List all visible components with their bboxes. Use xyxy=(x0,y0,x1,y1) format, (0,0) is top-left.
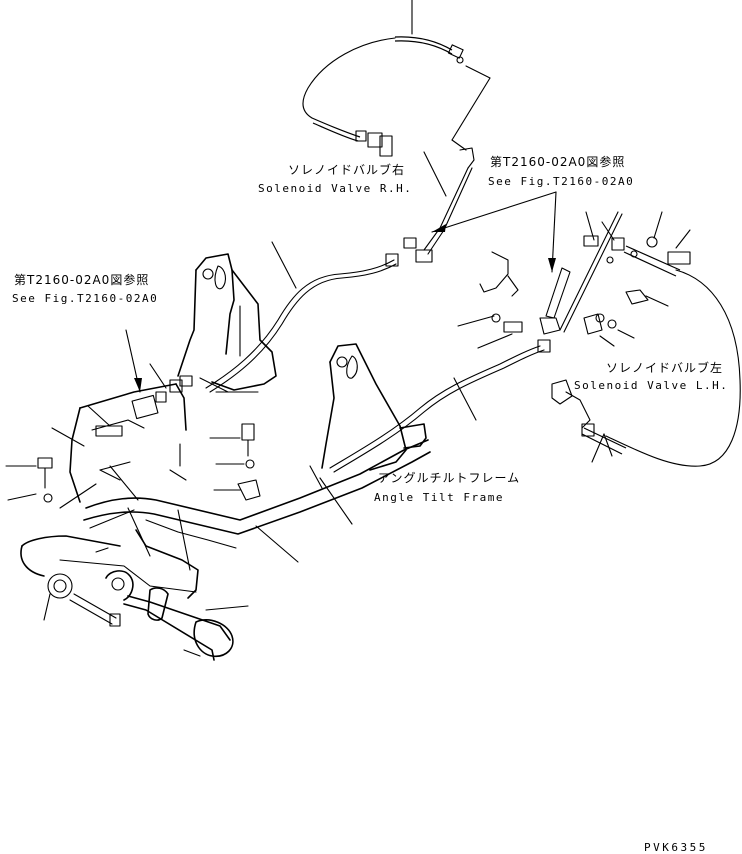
solenoid-rh-en-label: Solenoid Valve R.H. xyxy=(258,182,413,195)
tilt-cylinder xyxy=(43,570,249,661)
see-fig-left-jp-label: 第T2160-02A0図参照 xyxy=(14,273,150,287)
drawing-code: PVK6355 xyxy=(644,841,708,854)
solenoid-rh-jp-label: ソレノイドバルブ右 xyxy=(288,163,406,177)
see-fig-left-en-label: See Fig.T2160-02A0 xyxy=(12,292,159,305)
solenoid-lh-en-label: Solenoid Valve L.H. xyxy=(574,379,729,392)
left-fittings xyxy=(5,329,353,571)
solenoid-lh-jp-label: ソレノイドバルブ左 xyxy=(606,361,724,375)
see-fig-right-jp-label: 第T2160-02A0図参照 xyxy=(490,155,626,169)
angle-tilt-frame-en-label: Angle Tilt Frame xyxy=(374,491,504,504)
solenoid-bracket-right xyxy=(431,191,635,349)
solenoid-valve-lh-assembly xyxy=(551,211,741,467)
middle-hoses xyxy=(205,241,551,473)
angle-tilt-frame-jp-label: アングルチルトフレーム xyxy=(378,471,521,485)
see-fig-right-en-label: See Fig.T2160-02A0 xyxy=(488,175,635,188)
angle-tilt-frame xyxy=(20,253,431,599)
